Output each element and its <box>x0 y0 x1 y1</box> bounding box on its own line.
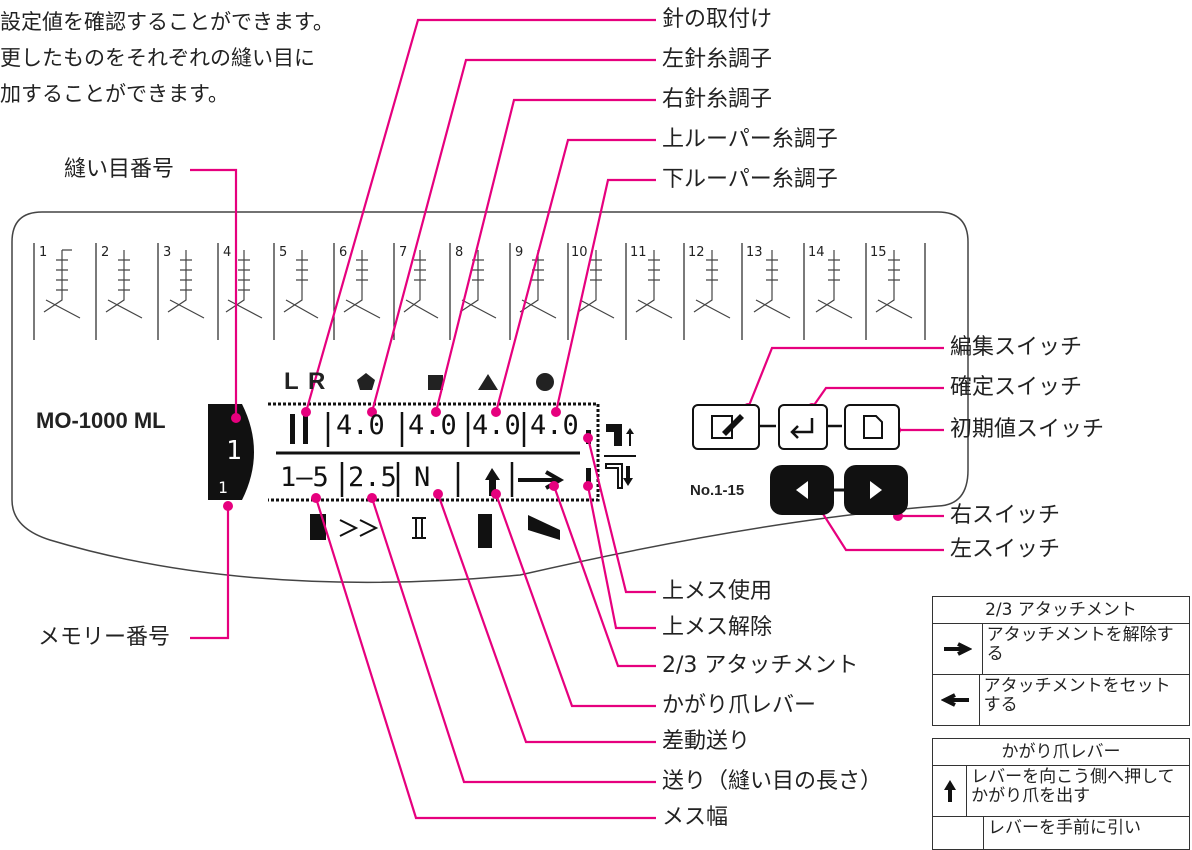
legend-lever-row1: レバーを向こう側へ押してかがり爪を出す <box>971 767 1175 806</box>
callout-confirm-switch: 確定スイッチ <box>950 375 1083 400</box>
right-arrow-icon <box>870 481 882 499</box>
circle-icon <box>536 373 554 391</box>
callout-upper-knife-release: 上メス解除 <box>662 615 773 640</box>
new-page-icon <box>863 415 883 439</box>
legend-attachment-row1: アタッチメントを解除する <box>986 625 1174 664</box>
callout-right-needle-tension: 右針糸調子 <box>662 87 773 112</box>
lcd-left-tension: 4.0 <box>336 410 385 441</box>
stitch-icons <box>43 249 913 319</box>
stitch-number-5: 5 <box>279 245 288 260</box>
lever-pull-icon <box>933 817 984 849</box>
legend-attachment: 2/3 アタッチメント アタッチメントを解除する アタッチメントをセットする <box>932 596 1190 726</box>
callout-needle-install: 針の取付け <box>662 7 773 32</box>
callout-attachment: 2/3 アタッチメント <box>662 653 859 678</box>
lcd-cutting-width: 1–5 <box>280 462 329 493</box>
callout-lower-looper-tension: 下ルーパー糸調子 <box>662 167 838 192</box>
memory-badge <box>208 404 254 500</box>
stitch-number-14: 14 <box>808 245 825 260</box>
confirm-switch[interactable] <box>778 404 828 450</box>
memory-number-display: 1 <box>218 478 228 497</box>
stitch-number-3: 3 <box>163 245 172 260</box>
needle-right-label: R <box>308 368 326 395</box>
attachment-set-icon <box>933 675 980 725</box>
stitch-number-13: 13 <box>746 245 763 260</box>
legend-stitch-finger-lever: かがり爪レバー レバーを向こう側へ押してかがり爪を出す レバーを手前に引い <box>932 738 1190 850</box>
lcd-right-tension: 4.0 <box>408 410 457 441</box>
legend-lever-title: かがり爪レバー <box>933 739 1189 766</box>
stitch-number-1: 1 <box>39 245 48 260</box>
callout-stitch-finger-lever: かがり爪レバー <box>662 693 817 718</box>
stitch-number-11: 11 <box>630 245 647 260</box>
callout-stitch-number: 縫い目番号 <box>64 157 175 182</box>
machine-panel-outline <box>11 211 969 584</box>
stitch-number-15: 15 <box>870 245 887 260</box>
stitch-number-6: 6 <box>339 245 348 260</box>
stitch-number-4: 4 <box>223 245 232 260</box>
callout-memory-number: メモリー番号 <box>38 625 171 650</box>
lcd-display <box>268 402 600 502</box>
bottom-icons <box>310 514 560 548</box>
callout-left-needle-tension: 左針糸調子 <box>662 47 773 72</box>
stitch-number-12: 12 <box>688 245 705 260</box>
legend-attachment-title: 2/3 アタッチメント <box>933 597 1189 624</box>
lcd-lower-looper-tension: 4.0 <box>530 410 579 441</box>
callout-upper-knife-use: 上メス使用 <box>662 579 773 604</box>
stitch-number-8: 8 <box>455 245 464 260</box>
callout-edit-switch: 編集スイッチ <box>950 335 1083 360</box>
right-switch[interactable] <box>844 465 908 515</box>
model-name: MO-1000 ML <box>36 408 166 433</box>
callout-lines <box>190 18 944 820</box>
callout-upper-looper-tension: 上ルーパー糸調子 <box>662 127 838 152</box>
nav-range-label: No.1-15 <box>690 482 745 499</box>
stitch-number-10: 10 <box>571 245 588 260</box>
knife-down-marker <box>586 468 591 482</box>
callout-right-switch: 右スイッチ <box>950 503 1061 528</box>
default-switch[interactable] <box>844 404 900 450</box>
legend-lever-row2: レバーを手前に引い <box>988 818 1141 838</box>
lcd-stitch-length: 2.5 <box>348 462 397 493</box>
stitch-number-7: 7 <box>399 245 408 260</box>
stitch-number-9: 9 <box>515 245 524 260</box>
needle-left-label: L <box>284 368 299 395</box>
legend-attachment-row2: アタッチメントをセットする <box>983 676 1171 715</box>
left-switch[interactable] <box>770 465 834 515</box>
callout-cutting-width: メス幅 <box>662 805 729 830</box>
knife-icons <box>604 424 636 489</box>
triangle-icon <box>478 374 498 390</box>
lcd-upper-looper-tension: 4.0 <box>472 410 521 441</box>
callout-stitch-length: 送り（縫い目の長さ） <box>662 769 883 794</box>
callout-differential-feed: 差動送り <box>662 729 751 754</box>
stitch-number-display: 1 <box>226 436 242 466</box>
edit-icon <box>711 414 744 439</box>
attachment-release-icon <box>933 624 983 674</box>
left-arrow-icon <box>796 481 808 499</box>
stitch-number-2: 2 <box>101 245 110 260</box>
lcd-differential-feed: N <box>414 462 431 493</box>
callout-left-switch: 左スイッチ <box>950 537 1061 562</box>
square-icon <box>428 375 443 390</box>
lever-lcd-icon <box>485 468 500 496</box>
edit-switch[interactable] <box>692 404 760 450</box>
enter-icon <box>790 418 814 439</box>
pentagon-icon <box>357 373 375 390</box>
stitch-strip <box>33 243 926 340</box>
needle-lr-icon <box>290 414 308 444</box>
lever-push-icon <box>933 766 968 816</box>
intro-line-1: 設定値を確認することができます。 <box>0 10 334 34</box>
callout-default-switch: 初期値スイッチ <box>950 417 1105 442</box>
intro-line-2: 更したものをそれぞれの縫い目に <box>0 46 315 70</box>
intro-line-3: 加することができます。 <box>0 82 229 106</box>
